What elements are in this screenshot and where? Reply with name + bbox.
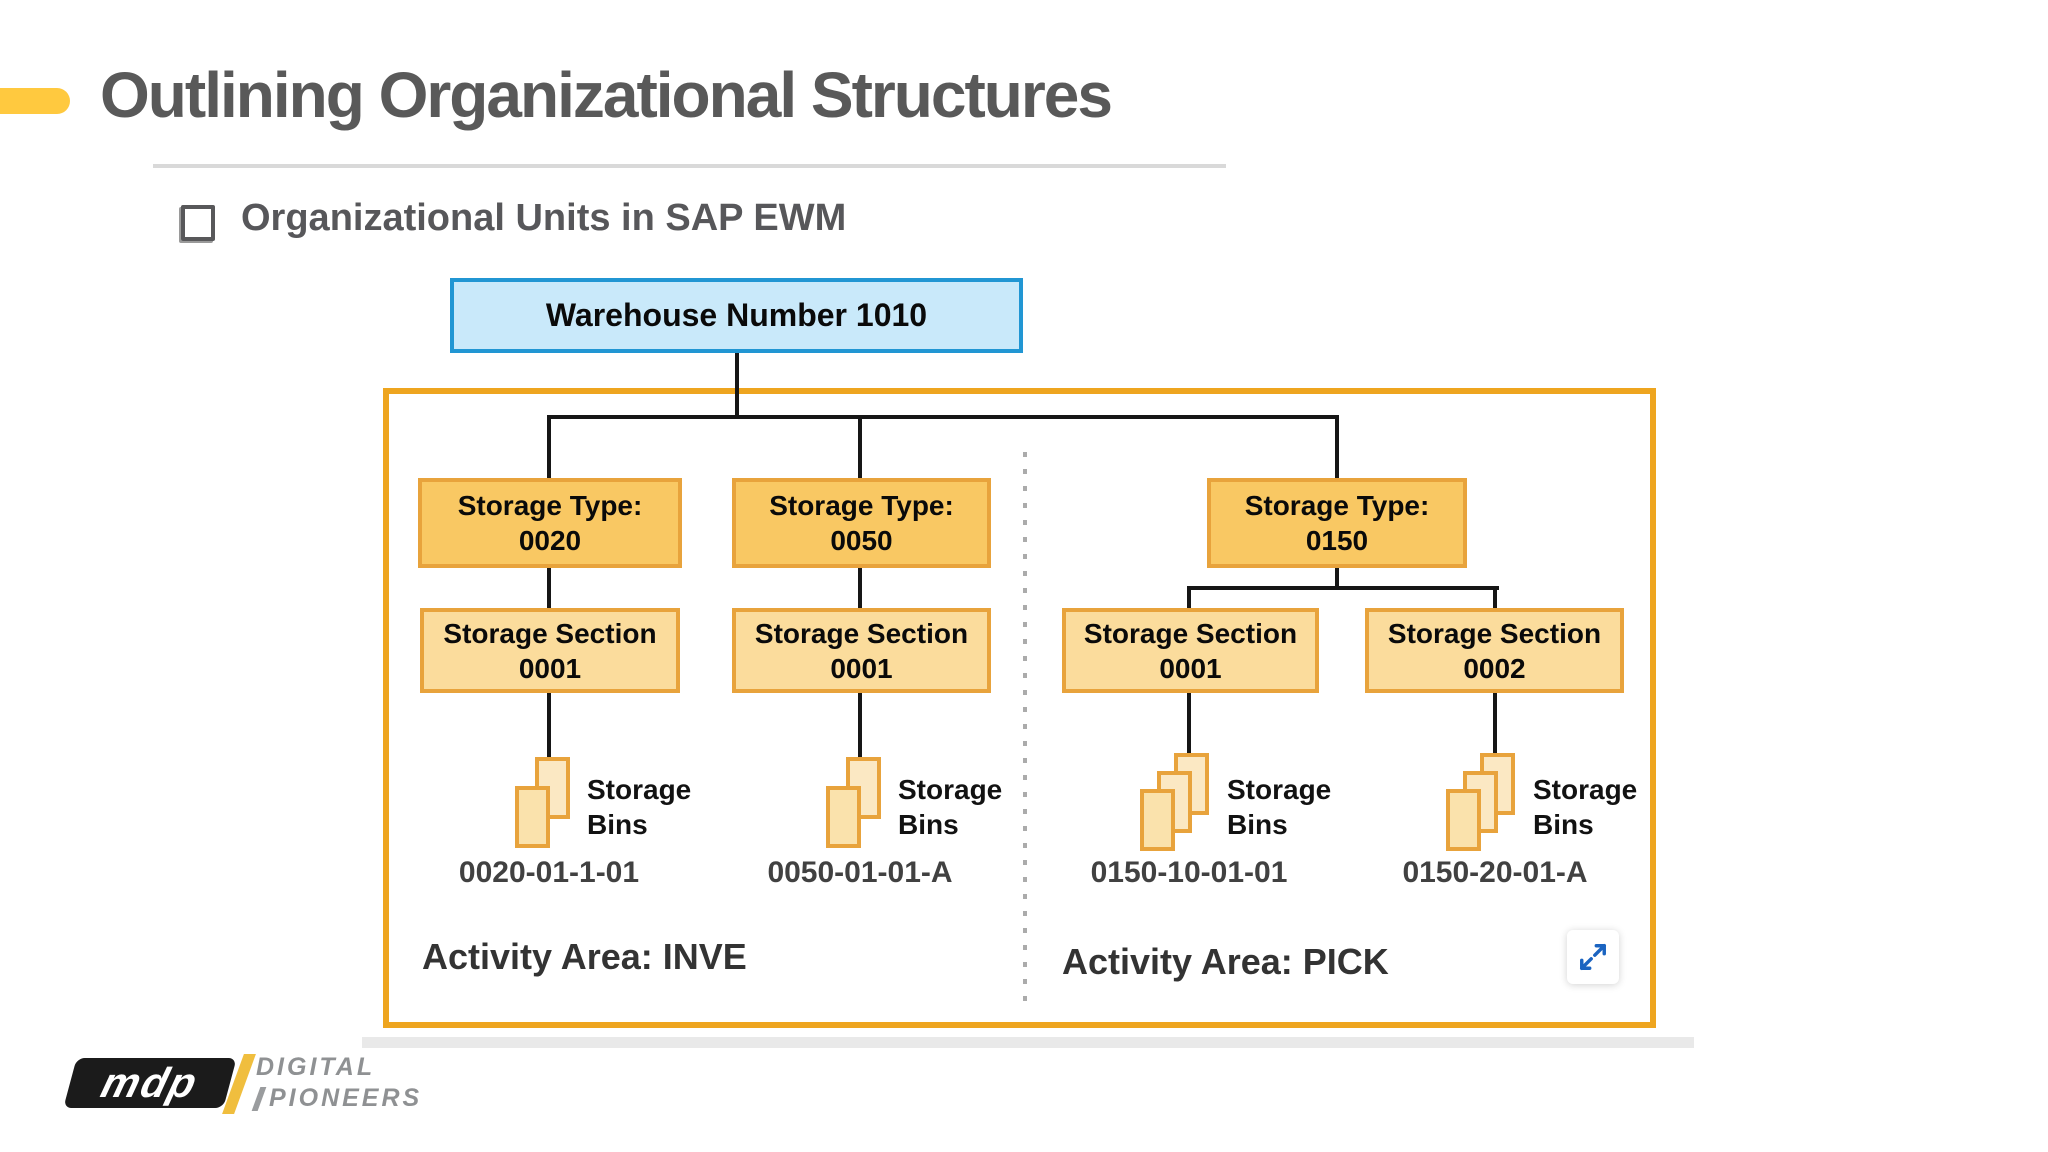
- title-underline: [153, 164, 1226, 168]
- storage-bin-icon: [826, 786, 861, 848]
- storage-bin-code: 0150-10-01-01: [1090, 856, 1288, 889]
- storage-bin-icon: [1446, 789, 1481, 851]
- connector: [1493, 586, 1497, 608]
- connector: [1187, 693, 1191, 757]
- connector: [858, 568, 862, 608]
- connector: [858, 693, 862, 761]
- storage-section-box: Storage Section 0001: [732, 608, 991, 693]
- connector: [547, 415, 1339, 419]
- warehouse-number-box: Warehouse Number 1010: [450, 278, 1023, 353]
- mdp-logo-text: mdp: [96, 1059, 204, 1106]
- page-title: Outlining Organizational Structures: [100, 59, 1113, 131]
- storage-section-box: Storage Section 0001: [420, 608, 680, 693]
- connector: [547, 568, 551, 608]
- brand-pioneers-row: PIONEERS: [251, 1084, 423, 1112]
- storage-type-value: 0050: [830, 525, 893, 556]
- storage-type-0050-box: Storage Type: 0050: [732, 478, 991, 568]
- activity-area-inve-label: Activity Area: INVE: [422, 936, 747, 977]
- mdp-logo-block: mdp: [63, 1058, 237, 1108]
- storage-bins-label: Storage Bins: [587, 774, 692, 840]
- connector: [1187, 586, 1191, 608]
- storage-section-value: 0001: [830, 652, 893, 684]
- storage-section-label: Storage Section: [1083, 617, 1298, 649]
- storage-type-0150-box: Storage Type: 0150: [1207, 478, 1467, 568]
- warehouse-structure-frame: [383, 388, 1656, 1028]
- checkbox-bullet-icon: [181, 205, 215, 241]
- brand-pioneers: PIONEERS: [269, 1084, 423, 1112]
- storage-bin-icon: [515, 786, 550, 848]
- storage-bins-label: Storage Bins: [1227, 774, 1332, 840]
- bullet-row: Organizational Units in SAP EWM: [181, 197, 846, 241]
- accent-pill: [0, 88, 70, 114]
- connector: [735, 353, 739, 417]
- storage-bins-label: Storage Bins: [898, 774, 1003, 840]
- storage-bin-code: 0050-01-01-A: [767, 856, 953, 889]
- storage-section-box: Storage Section 0002: [1365, 608, 1624, 693]
- storage-type-0020-box: Storage Type: 0020: [418, 478, 682, 568]
- storage-type-value: 0020: [518, 525, 582, 556]
- storage-type-label: Storage Type:: [457, 490, 643, 521]
- storage-bins-label: Storage Bins: [1533, 774, 1638, 840]
- image-bottom-strip: [362, 1037, 1694, 1048]
- connector: [547, 415, 551, 478]
- expand-button[interactable]: [1567, 930, 1619, 984]
- storage-section-value: 0001: [518, 652, 582, 684]
- bullet-text: Organizational Units in SAP EWM: [241, 197, 847, 239]
- expand-arrows-icon: [1580, 944, 1606, 970]
- connector: [1335, 568, 1339, 588]
- storage-section-label: Storage Section: [754, 617, 969, 649]
- brand-digital: DIGITAL: [256, 1053, 376, 1081]
- storage-section-label: Storage Section: [1387, 617, 1602, 649]
- storage-bin-code: 0150-20-01-A: [1402, 856, 1588, 889]
- connector: [1335, 415, 1339, 478]
- warehouse-number-label: Warehouse Number 1010: [545, 297, 928, 333]
- activity-area-divider: [1023, 452, 1027, 1007]
- storage-section-value: 0001: [1159, 652, 1222, 684]
- storage-bin-icon: [1140, 789, 1175, 851]
- connector: [1187, 586, 1499, 590]
- brand-slash-icon: [251, 1086, 267, 1111]
- connector: [547, 693, 551, 761]
- connector: [858, 415, 862, 478]
- storage-type-value: 0150: [1305, 525, 1369, 556]
- storage-section-label: Storage Section: [443, 617, 657, 649]
- storage-section-value: 0002: [1463, 652, 1526, 684]
- storage-type-label: Storage Type:: [1244, 490, 1430, 521]
- storage-bin-code: 0020-01-1-01: [458, 856, 640, 889]
- brand-text: DIGITAL PIONEERS: [251, 1053, 423, 1112]
- activity-area-pick-label: Activity Area: PICK: [1062, 941, 1389, 982]
- storage-section-box: Storage Section 0001: [1062, 608, 1319, 693]
- connector: [1493, 693, 1497, 757]
- storage-type-label: Storage Type:: [769, 490, 954, 521]
